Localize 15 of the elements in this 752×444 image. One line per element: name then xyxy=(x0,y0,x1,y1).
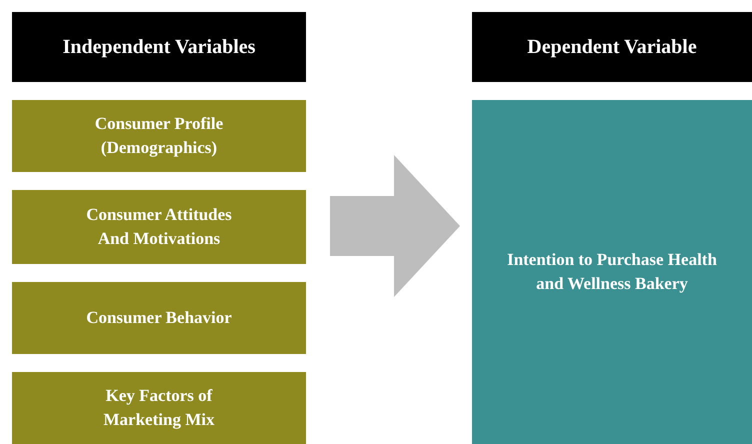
outcome-label: Intention to Purchase Health and Wellness Bakery xyxy=(506,249,718,295)
variable-box xyxy=(12,100,306,172)
variable-label: Consumer Profile (Demographics) xyxy=(94,113,224,159)
column-heading: Dependent Variable xyxy=(527,35,697,60)
header-box xyxy=(12,12,306,82)
variable-label: Consumer Behavior xyxy=(86,307,232,330)
column-heading: Independent Variables xyxy=(62,35,256,60)
variable-label: Consumer Attitudes And Motivations xyxy=(85,204,233,250)
header-box xyxy=(472,12,752,82)
variable-box xyxy=(12,190,306,264)
variable-box xyxy=(12,282,306,354)
block-arrow xyxy=(330,155,460,297)
outcome-box xyxy=(472,100,752,444)
variable-label: Key Factors of Marketing Mix xyxy=(102,385,216,431)
variable-box xyxy=(12,372,306,444)
